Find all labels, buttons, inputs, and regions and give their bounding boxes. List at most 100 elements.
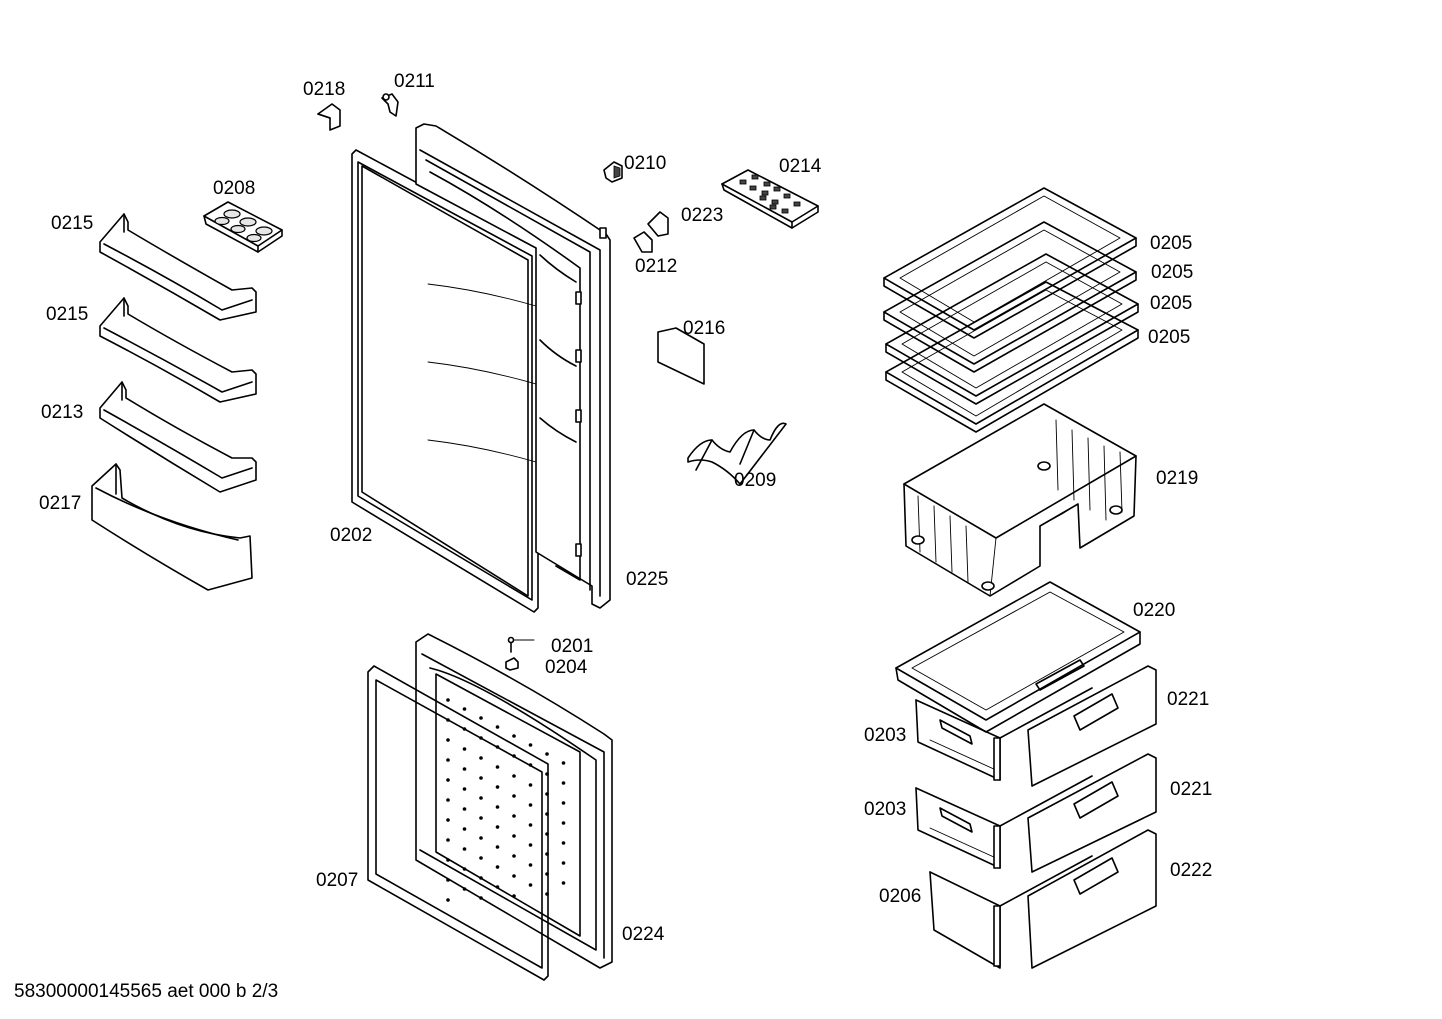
door-dot bbox=[528, 883, 533, 887]
door-dot bbox=[545, 892, 549, 896]
label-0213: 0213 bbox=[41, 402, 83, 423]
door-dot bbox=[545, 752, 549, 756]
door-dot bbox=[446, 738, 450, 742]
door-dot bbox=[462, 867, 467, 871]
door-dot bbox=[446, 898, 450, 902]
label-0210: 0210 bbox=[624, 153, 666, 174]
door-dot bbox=[561, 841, 566, 845]
label-0220: 0220 bbox=[1133, 600, 1175, 621]
door-dot bbox=[545, 832, 549, 836]
door-dot bbox=[479, 816, 483, 820]
can-holder-0209 bbox=[687, 422, 787, 485]
door-dot bbox=[446, 718, 450, 722]
glass-shelf-0205-3 bbox=[885, 253, 1139, 405]
door-dot bbox=[528, 823, 533, 827]
freezer-door-dot-pattern bbox=[446, 698, 566, 902]
door-dot bbox=[528, 843, 533, 847]
door-dot bbox=[462, 767, 467, 771]
door-dot bbox=[479, 736, 483, 740]
bracket-0223 bbox=[647, 211, 669, 237]
door-dot bbox=[495, 845, 500, 849]
door-dot bbox=[462, 787, 467, 791]
door-dot bbox=[446, 698, 450, 702]
bottle-rack-0217 bbox=[91, 463, 253, 591]
door-dot bbox=[512, 814, 516, 818]
hinge-cap-0210 bbox=[603, 161, 623, 183]
door-dot bbox=[545, 812, 549, 816]
door-dot bbox=[479, 756, 483, 760]
label-0203-top: 0203 bbox=[864, 725, 906, 746]
hinge-pin-0211 bbox=[381, 93, 399, 117]
door-dot bbox=[495, 765, 500, 769]
door-dot bbox=[446, 758, 450, 762]
door-shelf-0215-top bbox=[99, 213, 257, 321]
door-dot bbox=[512, 794, 516, 798]
label-0215-top: 0215 bbox=[51, 213, 93, 234]
glass-shelf-0205-1 bbox=[883, 187, 1137, 339]
hinge-cover-0218 bbox=[317, 103, 341, 131]
label-0217: 0217 bbox=[39, 493, 81, 514]
door-dot bbox=[479, 876, 483, 880]
door-dot bbox=[495, 725, 500, 729]
label-0204: 0204 bbox=[545, 657, 588, 678]
door-dot bbox=[528, 803, 533, 807]
label-0214: 0214 bbox=[779, 156, 822, 177]
door-dot bbox=[512, 754, 516, 758]
drawing-reference-footer: 58300000145565 aet 000 b 2/3 bbox=[14, 981, 278, 1002]
label-0219: 0219 bbox=[1156, 468, 1198, 489]
door-dot bbox=[446, 818, 450, 822]
door-dot bbox=[462, 707, 467, 711]
label-plate-0216 bbox=[657, 327, 705, 385]
label-0225: 0225 bbox=[626, 569, 668, 590]
door-dot bbox=[561, 801, 566, 805]
door-dot bbox=[495, 805, 500, 809]
freezer-door-gasket-0207 bbox=[367, 665, 549, 981]
door-dot bbox=[512, 854, 516, 858]
door-dot bbox=[479, 796, 483, 800]
door-dot bbox=[561, 861, 566, 865]
door-dot bbox=[545, 772, 549, 776]
door-dot bbox=[528, 743, 533, 747]
door-dot bbox=[462, 747, 467, 751]
door-gasket-0202 bbox=[351, 149, 539, 613]
door-dot bbox=[561, 781, 566, 785]
label-0206: 0206 bbox=[879, 886, 921, 907]
label-0212: 0212 bbox=[635, 256, 677, 277]
door-dot bbox=[446, 778, 450, 782]
door-shelf-0213 bbox=[99, 381, 257, 493]
door-dot bbox=[495, 865, 500, 869]
label-0202: 0202 bbox=[330, 525, 372, 546]
label-0224: 0224 bbox=[622, 924, 665, 945]
door-dot bbox=[462, 727, 467, 731]
door-dot bbox=[479, 716, 483, 720]
door-dot bbox=[545, 852, 549, 856]
label-0203-bottom: 0203 bbox=[864, 799, 906, 820]
label-0211: 0211 bbox=[394, 71, 435, 92]
door-dot bbox=[479, 856, 483, 860]
door-dot bbox=[495, 785, 500, 789]
door-dot bbox=[545, 872, 549, 876]
door-dot bbox=[512, 734, 516, 738]
freezer-drawer-0206-bottom bbox=[929, 829, 1157, 969]
label-0223: 0223 bbox=[681, 205, 723, 226]
door-dot bbox=[479, 836, 483, 840]
door-dot bbox=[479, 776, 483, 780]
door-dot bbox=[462, 887, 467, 891]
door-dot bbox=[528, 783, 533, 787]
upper-door-0225 bbox=[415, 123, 611, 609]
door-dot bbox=[495, 885, 500, 889]
door-dot bbox=[512, 874, 516, 878]
door-dot bbox=[512, 774, 516, 778]
door-dot bbox=[545, 792, 549, 796]
door-dot bbox=[561, 821, 566, 825]
label-0207: 0207 bbox=[316, 870, 358, 891]
door-dot bbox=[528, 863, 533, 867]
freezer-drawer-0203-top bbox=[915, 665, 1157, 787]
glass-shelf-0205-2 bbox=[883, 221, 1137, 373]
bracket-0212 bbox=[633, 231, 653, 253]
door-dot bbox=[446, 798, 450, 802]
egg-tray-0208 bbox=[203, 201, 283, 253]
door-dot bbox=[561, 881, 566, 885]
